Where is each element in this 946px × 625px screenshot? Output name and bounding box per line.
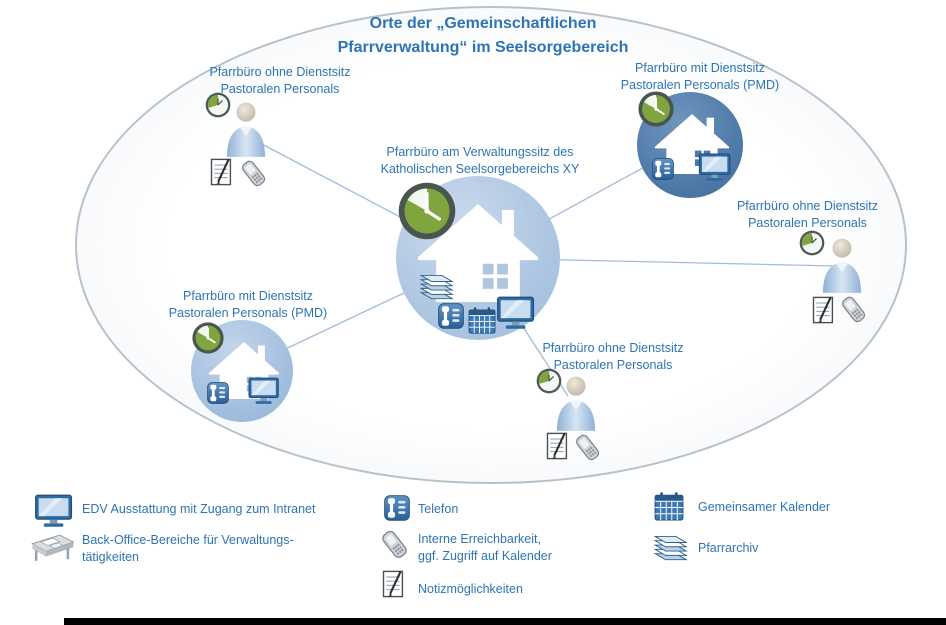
office-top-right-label-line-1: Pfarrbüro mit Dienstsitz (635, 61, 765, 75)
telephone-icon (438, 303, 464, 329)
archive-papers-icon (420, 274, 453, 300)
note-icon (210, 158, 232, 186)
telephone-icon (207, 382, 229, 404)
calendar-icon (654, 492, 684, 521)
legend-notiz-label: Notizmöglichkeiten (418, 582, 523, 596)
office-bottom-center-label: Pfarrbüro ohne Dienstsitz Pastoralen Per… (503, 340, 723, 373)
mobile-phone-icon (574, 432, 601, 462)
computer-icon (35, 494, 73, 528)
telephone-icon (384, 495, 410, 521)
legend: EDV Ausstattung mit Zugang zum Intranet … (0, 486, 946, 625)
note-icon (812, 296, 834, 324)
computer-icon (497, 296, 535, 330)
legend-backoffice-line-2: tätigkeiten (82, 549, 139, 564)
office-top-right-label-line-2: Pastoralen Personals (PMD) (620, 77, 780, 92)
office-top-right-label: Pfarrbüro mit Dienstsitz Pastoralen Pers… (590, 60, 810, 93)
legend-kalender-label: Gemeinsamer Kalender (698, 500, 831, 514)
diagram-title: Orte der „Gemeinschaftlichen Pfarrverwal… (233, 12, 733, 60)
person-icon (822, 238, 862, 293)
clock-icon (398, 182, 456, 240)
note-icon (382, 570, 404, 598)
central-office-label-line-1: Pfarrbüro am Verwaltungssitz des (386, 145, 574, 159)
back-office-desk-icon (31, 534, 74, 562)
legend-erreichbarkeit-label: Interne Erreichbarkeit, ggf. Zugriff auf… (418, 531, 638, 565)
central-office-label-line-2: Katholischen Seelsorgebereichs XY (380, 161, 580, 176)
telephone-icon (652, 158, 674, 180)
title-line-2: Pfarrverwaltung“ im Seelsorgebereich (337, 39, 629, 56)
office-bottom-left-label-line-1: Pfarrbüro mit Dienstsitz (183, 289, 313, 303)
clock-icon (638, 91, 674, 127)
legend-telefon-label: Telefon (418, 502, 459, 516)
office-bottom-center-label-line-1: Pfarrbüro ohne Dienstsitz (542, 341, 684, 355)
computer-icon (248, 377, 279, 405)
central-office-label: Pfarrbüro am Verwaltungssitz des Katholi… (350, 144, 610, 177)
person-icon (226, 102, 266, 157)
office-bottom-center-label-line-2: Pastoralen Personals (553, 357, 673, 372)
office-right-label: Pfarrbüro ohne Dienstsitz Pastoralen Per… (700, 198, 915, 231)
legend-backoffice-label: Back-Office-Bereiche für Verwaltungs- tä… (82, 532, 382, 566)
mobile-phone-icon (840, 294, 867, 324)
office-top-left-label-line-2: Pastoralen Personals (220, 81, 340, 96)
calendar-icon (468, 307, 496, 334)
title-line-1: Orte der „Gemeinschaftlichen (369, 15, 597, 32)
bottom-black-bar (64, 618, 946, 625)
legend-erreichbarkeit-line-2: ggf. Zugriff auf Kalender (418, 548, 552, 563)
office-right-label-line-2: Pastoralen Personals (748, 215, 867, 230)
mobile-phone-icon (240, 158, 267, 188)
clock-icon (192, 322, 224, 354)
office-bottom-left-label: Pfarrbüro mit Dienstsitz Pastoralen Pers… (138, 288, 358, 321)
legend-backoffice-line-1: Back-Office-Bereiche für Verwaltungs- (82, 533, 294, 547)
computer-icon (698, 153, 731, 182)
office-bottom-left-label-line-2: Pastoralen Personals (PMD) (168, 305, 328, 320)
legend-edv-label: EDV Ausstattung mit Zugang zum Intranet (82, 502, 316, 516)
office-top-left-label: Pfarrbüro ohne Dienstsitz Pastoralen Per… (170, 64, 390, 97)
legend-archiv-label: Pfarrarchiv (698, 541, 759, 555)
mobile-phone-icon (380, 528, 409, 560)
office-top-left-label-line-1: Pfarrbüro ohne Dienstsitz (209, 65, 351, 79)
office-right-label-line-1: Pfarrbüro ohne Dienstsitz (736, 199, 879, 213)
legend-erreichbarkeit-line-1: Interne Erreichbarkeit, (418, 532, 541, 546)
archive-papers-icon (654, 535, 687, 561)
note-icon (546, 432, 568, 460)
person-icon (556, 376, 596, 431)
